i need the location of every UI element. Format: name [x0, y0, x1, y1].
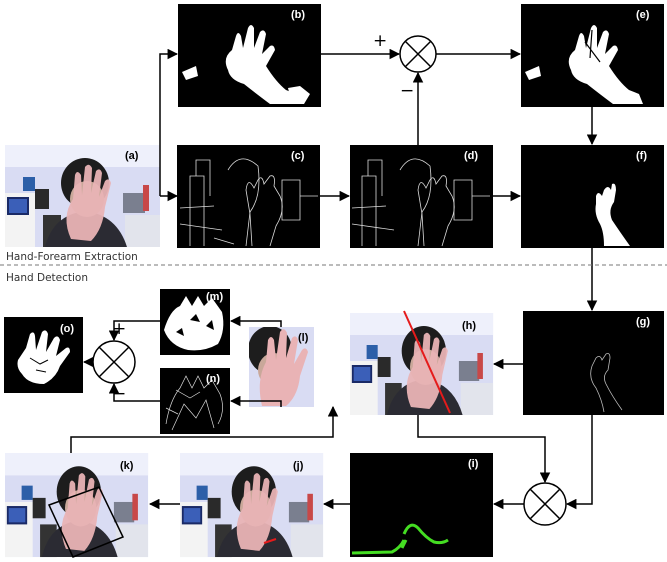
panel-n-label: (n)	[206, 373, 220, 385]
panel-n-edge-map: (n)	[160, 368, 230, 434]
panel-g-contour: (g)	[523, 311, 664, 415]
panel-e-label: (e)	[636, 9, 650, 21]
panel-h-orientation: (h)	[350, 310, 494, 415]
difference-operator-mn	[92, 340, 136, 384]
panel-b-label: (b)	[291, 9, 305, 21]
panel-a-input-image: (a)	[5, 145, 160, 247]
panel-e-difference-mask: (e)	[521, 4, 664, 107]
panel-k-hand-box: (k)	[5, 453, 149, 558]
minus-sign-d: −	[400, 81, 414, 101]
combine-operator-hi	[523, 482, 567, 526]
panel-o-final-hand: (o)	[4, 317, 83, 393]
panel-b-skin-mask: (b)	[178, 4, 321, 107]
panel-a-label: (a)	[125, 150, 139, 162]
panel-h-label: (h)	[462, 320, 476, 332]
panel-m-label: (m)	[206, 291, 223, 303]
panel-d-edge-map: (d)	[350, 145, 493, 248]
difference-operator-be	[399, 35, 437, 73]
panel-j-label: (j)	[293, 460, 304, 472]
panel-c-edge-map: (c)	[177, 145, 320, 248]
section-title-top: Hand-Forearm Extraction	[6, 251, 138, 263]
connectors	[70, 48, 598, 510]
panel-f-label: (f)	[636, 150, 647, 162]
panel-o-label: (o)	[60, 323, 74, 335]
panel-l-label: (l)	[298, 332, 309, 344]
panel-i-label: (i)	[468, 458, 479, 470]
panel-l-cropped-hand: (l)	[249, 327, 314, 407]
plus-sign-b: +	[373, 31, 387, 51]
section-title-bottom: Hand Detection	[6, 272, 88, 284]
panel-g-label: (g)	[636, 316, 650, 328]
panel-k-label: (k)	[120, 460, 134, 472]
panel-f-hand-forearm: (f)	[521, 145, 664, 248]
panel-d-label: (d)	[464, 150, 478, 162]
panel-i-profile: (i)	[350, 453, 493, 557]
panel-c-label: (c)	[291, 150, 305, 162]
panel-m-skin-mask: (m)	[160, 289, 230, 355]
panel-j-wrist-point: (j)	[180, 453, 324, 558]
